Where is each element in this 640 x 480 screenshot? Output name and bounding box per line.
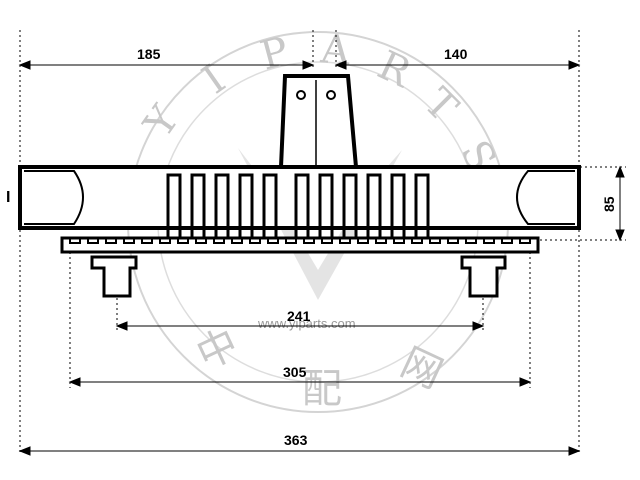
- rim-part: [18, 74, 581, 298]
- watermark-letter: R: [371, 42, 419, 97]
- dimension-label-85: 85: [601, 196, 617, 212]
- arrowhead: [519, 377, 532, 387]
- rail-teeth: [69, 238, 531, 244]
- arrowhead: [115, 321, 128, 331]
- watermark-char: 配: [302, 366, 342, 412]
- arrowhead: [18, 60, 31, 70]
- dimension-lines: [18, 60, 625, 456]
- arrowhead: [334, 60, 347, 70]
- dimension-label-185: 185: [137, 46, 161, 62]
- dimension-label-363: 363: [284, 432, 308, 448]
- dimension-label-241: 241: [287, 308, 311, 324]
- arrowhead: [472, 321, 485, 331]
- arrowhead: [568, 60, 581, 70]
- arrowhead: [18, 446, 31, 456]
- right-end-cap: [516, 170, 575, 225]
- watermark-letter: T: [415, 80, 467, 132]
- arrowhead: [568, 446, 581, 456]
- arrowhead: [302, 60, 315, 70]
- watermark-url: www.yiparts.com: [257, 316, 356, 331]
- arrowhead: [615, 165, 625, 178]
- reference-lines: [19, 30, 626, 452]
- main-body: [18, 165, 581, 230]
- right-mount-foot: [460, 255, 507, 298]
- left-mount-foot: [90, 255, 138, 298]
- left-end-cap: [24, 170, 84, 225]
- dimension-label-140: 140: [444, 46, 468, 62]
- arrowhead: [68, 377, 81, 387]
- watermark-v-logo: [238, 148, 402, 300]
- arrowhead: [615, 229, 625, 242]
- bottom-rail: [60, 236, 540, 254]
- dimension-label-305: 305: [283, 364, 307, 380]
- bracket-hole-right: [326, 90, 336, 100]
- side-label: I: [6, 189, 10, 206]
- watermark-char: 网: [394, 339, 450, 398]
- bracket-hole-left: [296, 90, 306, 100]
- top-bracket: [278, 74, 359, 169]
